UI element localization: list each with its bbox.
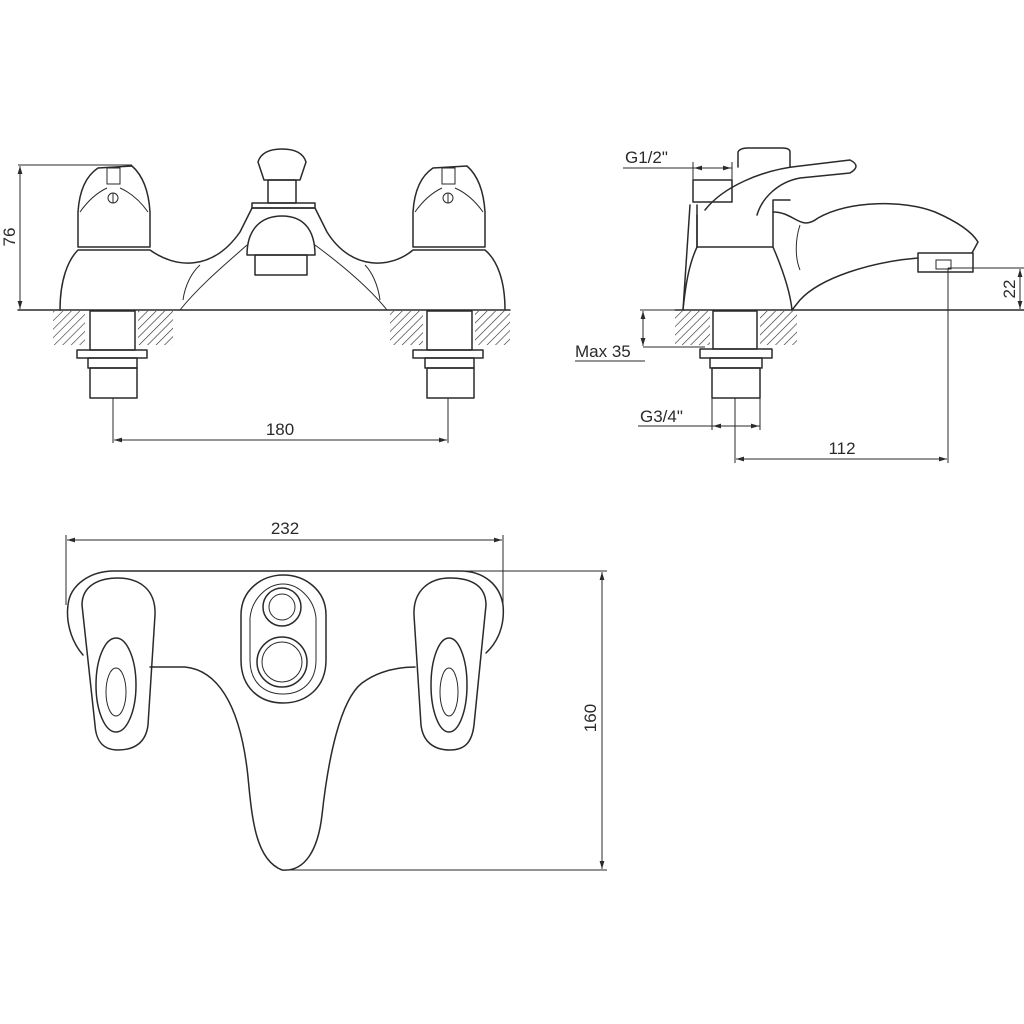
dimension-outlet-height: 22 [948, 267, 1024, 309]
left-lever-top [81, 577, 156, 751]
deck-thickness-label: Max 35 [575, 342, 631, 361]
right-lever-top [413, 577, 487, 751]
depth-label: 160 [581, 704, 600, 732]
spout [772, 202, 979, 311]
lever-handle [704, 159, 857, 216]
spout-aerator [917, 252, 974, 273]
right-handle [412, 165, 486, 248]
inlet-thread-label: G1/2" [625, 148, 668, 167]
outlet-height-label: 22 [1000, 280, 1019, 299]
dimension-spacing: 180 [112, 398, 449, 443]
dimension-connection-thread: G3/4" [638, 398, 761, 430]
dimension-inlet-thread: G1/2" [623, 148, 733, 180]
dimension-depth: 160 [282, 570, 607, 871]
width-label: 232 [271, 519, 299, 538]
spout-outlet [246, 215, 316, 276]
front-view: 76 180 [0, 148, 511, 443]
height-label: 76 [0, 228, 19, 247]
connection-thread-label: G3/4" [640, 407, 683, 426]
left-shank [76, 310, 148, 399]
spout-top [149, 666, 416, 871]
left-handle [77, 165, 151, 248]
dimension-deck-thickness: Max 35 [575, 309, 705, 362]
dimension-height: 76 [0, 164, 132, 309]
right-shank [412, 310, 484, 399]
diverter-top [240, 574, 327, 704]
side-view: G1/2" Max 35 G3/4" 112 [575, 147, 1024, 463]
top-view: 232 160 [65, 519, 607, 871]
faucet-body [59, 207, 506, 311]
dimension-width: 232 [65, 519, 504, 605]
body-outline-top [66, 570, 505, 656]
projection-label: 112 [828, 439, 855, 458]
diverter-knob-side [737, 147, 791, 168]
dimension-projection: 112 [734, 268, 949, 463]
diverter-knob [251, 148, 316, 209]
spacing-label: 180 [266, 420, 294, 439]
